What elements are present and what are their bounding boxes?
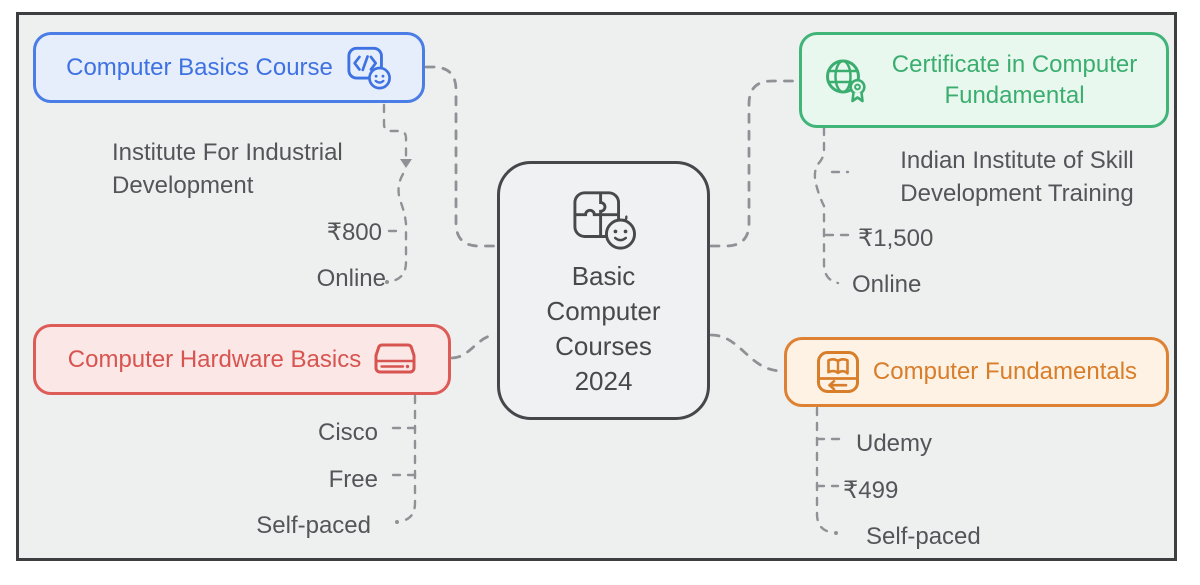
node-computer-basics-course[interactable]: Computer Basics Course: [33, 32, 425, 103]
node-label: Computer Fundamentals: [872, 358, 1138, 385]
globe-award-icon: [825, 59, 866, 103]
detail-mode-orange: Self-paced: [866, 523, 981, 550]
center-title-line: 2024: [574, 365, 633, 396]
detail-price-orange: ₹499: [843, 477, 899, 504]
node-computer-fundamentals[interactable]: Computer Fundamentals: [784, 337, 1169, 407]
center-title-line: Courses: [555, 330, 652, 361]
center-title: Basic Computer Courses 2024: [546, 259, 660, 399]
node-certificate-computer-fundamental[interactable]: Certificate in Computer Fundamental: [799, 32, 1169, 128]
center-node[interactable]: Basic Computer Courses 2024: [497, 161, 710, 420]
node-label: Computer Basics Course: [66, 53, 333, 81]
center-title-line: Basic: [571, 260, 636, 291]
detail-provider-blue: Institute For Industrial Development: [112, 139, 343, 199]
detail-mode-red: Self-paced: [256, 512, 371, 539]
center-title-line: Computer: [546, 295, 661, 326]
detail-provider-red: Cisco: [317, 419, 378, 446]
hard-drive-icon: [374, 343, 416, 374]
detail-provider-green: Indian Institute of Skill Development Tr…: [900, 147, 1134, 207]
node-label: Certificate in Computer Fundamental: [891, 51, 1138, 109]
open-book-arrow-icon: [816, 351, 859, 393]
puzzle-smiley-icon: [572, 190, 636, 250]
detail-price-blue: ₹800: [326, 219, 382, 246]
detail-price-red: Free: [328, 466, 378, 493]
detail-mode-green: Online: [852, 271, 922, 298]
detail-mode-blue: Online: [316, 265, 386, 292]
node-computer-hardware-basics[interactable]: Computer Hardware Basics: [33, 324, 451, 395]
node-label: Computer Hardware Basics: [67, 345, 362, 373]
code-window-smiley-icon: [347, 46, 391, 90]
detail-price-green: ₹1,500: [858, 225, 934, 252]
detail-provider-orange: Udemy: [856, 430, 933, 457]
